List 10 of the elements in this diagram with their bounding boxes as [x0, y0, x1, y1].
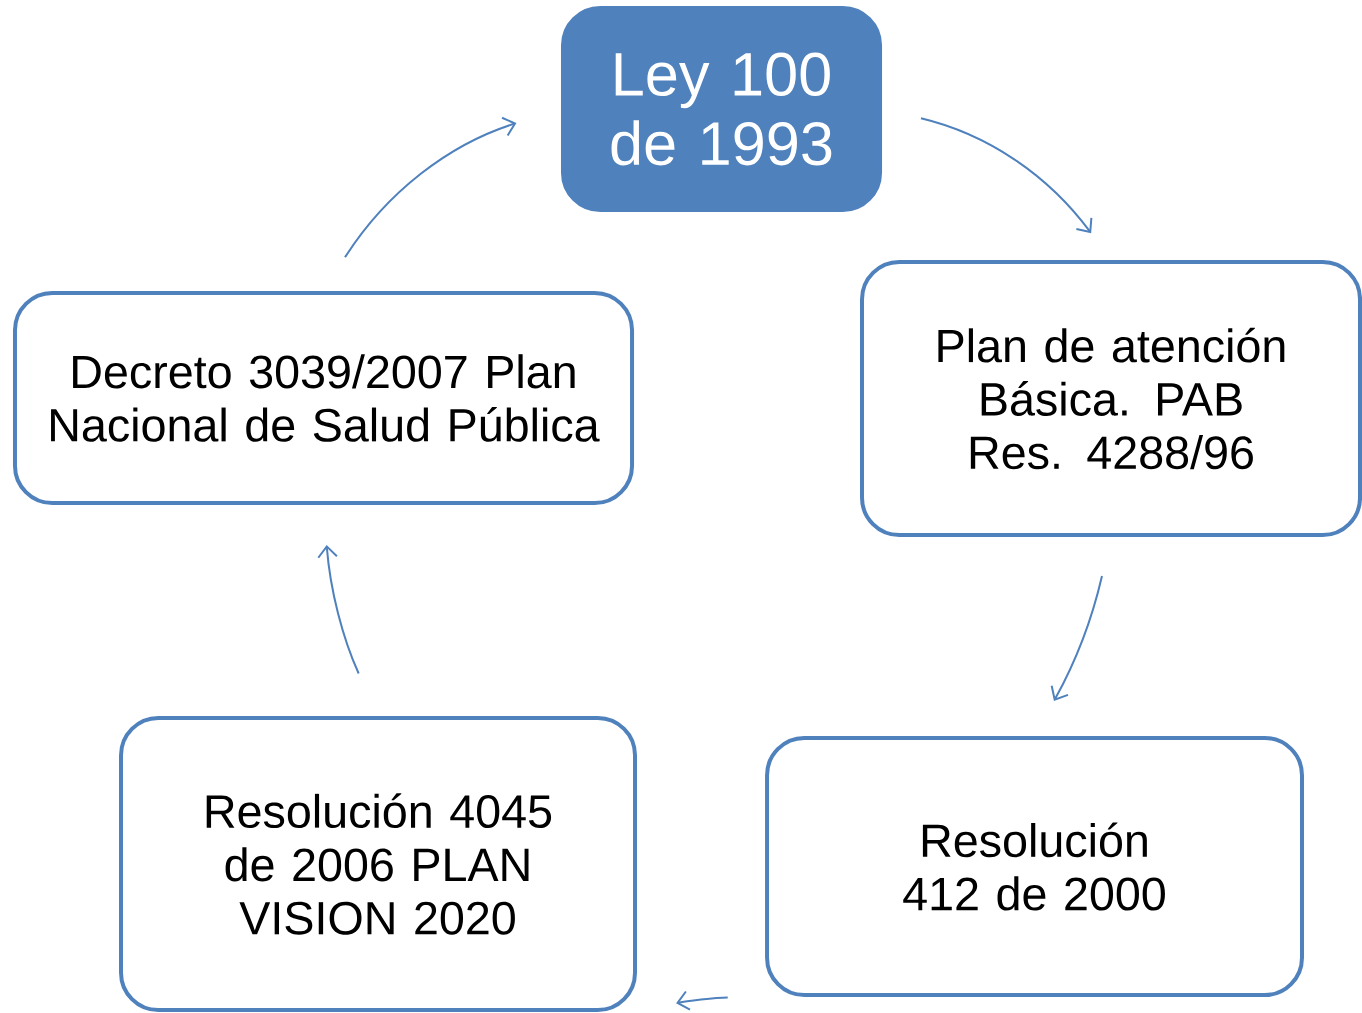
process-box: Resolución 4045 de 2006 PLAN VISION 2020	[119, 716, 637, 1012]
title-box: Ley 100 de 1993	[561, 6, 883, 212]
arrow	[676, 990, 729, 1011]
arrow	[344, 116, 517, 259]
arrow	[919, 117, 1093, 234]
process-box: Decreto 3039/2007 Plan Nacional de Salud Pública	[12, 291, 635, 505]
process-box: Resolución 412 de 2000	[765, 736, 1304, 998]
process-box: Plan de atención Básica. PAB Res. 4288/96	[860, 259, 1362, 538]
arrow	[317, 544, 360, 675]
arrow	[1050, 575, 1103, 701]
